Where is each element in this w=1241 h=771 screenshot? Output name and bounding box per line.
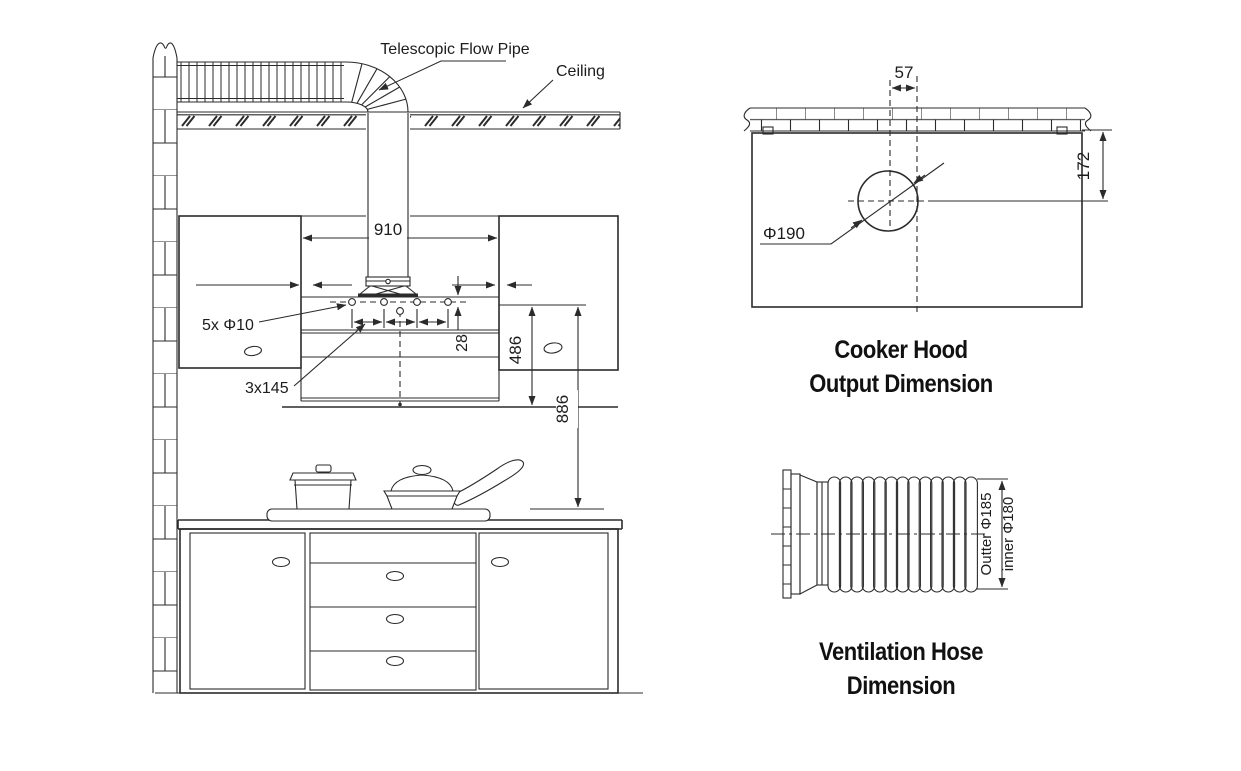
base-cabinet bbox=[179, 528, 619, 694]
dim-172-label: 172 bbox=[1074, 152, 1093, 180]
base-door-left bbox=[189, 532, 306, 690]
dim-3x145-label: 3x145 bbox=[245, 380, 289, 397]
drawer-handle bbox=[385, 655, 405, 667]
drawer-handle bbox=[385, 613, 405, 625]
base-door-right bbox=[478, 532, 609, 690]
wall-cabinet-right bbox=[498, 215, 619, 371]
wall-break-left bbox=[743, 107, 751, 132]
drawer-stack bbox=[309, 532, 477, 691]
pan-lid bbox=[390, 474, 454, 492]
label-holes: 5x Φ10 bbox=[202, 303, 347, 334]
mounting-holes bbox=[330, 298, 470, 315]
drawer-handle bbox=[385, 570, 405, 582]
cabinet-handle bbox=[244, 345, 262, 357]
label-telescopic-pipe: Telescopic Flow Pipe bbox=[378, 41, 530, 91]
pan-handle bbox=[452, 459, 525, 506]
svg-text:Cooker Hood: Cooker Hood bbox=[834, 336, 967, 364]
hose-outer-label: Outter Φ185 bbox=[978, 493, 995, 576]
ventilation-hose-view: Outter Φ185 inner Φ180 Ventilation Hose … bbox=[771, 469, 1017, 700]
label-ceiling: Ceiling bbox=[522, 63, 605, 109]
telescopic-pipe bbox=[177, 61, 409, 113]
pot bbox=[289, 464, 357, 510]
dim-3x145: 3x145 bbox=[245, 309, 449, 397]
hose-title-1: Ventilation Hose bbox=[819, 638, 984, 666]
hood-mount-strip bbox=[358, 293, 418, 298]
installation-view: 910 3x145 5x Φ10 28 bbox=[152, 41, 643, 694]
dim-hose: Outter Φ185 inner Φ180 bbox=[977, 478, 1017, 590]
chimney-duct bbox=[358, 113, 418, 298]
hose-title-2: Dimension bbox=[847, 672, 956, 700]
cabinet-handle bbox=[543, 342, 563, 354]
ceiling-label: Ceiling bbox=[556, 63, 605, 80]
dim-486-label: 486 bbox=[506, 336, 525, 364]
dim-190: Φ190 bbox=[760, 162, 945, 245]
holes-label: 5x Φ10 bbox=[202, 317, 254, 334]
wall-cabinet-left bbox=[178, 215, 302, 369]
cooker-hood bbox=[282, 296, 618, 408]
wall-break-right bbox=[1084, 107, 1092, 132]
telescopic-pipe-label: Telescopic Flow Pipe bbox=[380, 41, 530, 58]
svg-text:Output Dimension: Output Dimension bbox=[809, 370, 992, 398]
dim-172: 172 bbox=[1074, 129, 1112, 200]
dim-886: 886 bbox=[530, 306, 604, 510]
dim-28-label: 28 bbox=[454, 334, 471, 352]
output-title-2: Output Dimension bbox=[809, 370, 993, 398]
dim-28: 28 bbox=[454, 276, 471, 352]
dim-486: 486 bbox=[499, 304, 586, 406]
output-dimension-view: 57 172 Φ190 Cooker Hood Output Dimension bbox=[743, 63, 1112, 398]
dim-886-label: 886 bbox=[553, 395, 572, 423]
dim-910-label: 910 bbox=[374, 220, 402, 239]
door-handle bbox=[271, 556, 291, 568]
cooktop bbox=[266, 508, 491, 522]
dim-57: 57 bbox=[891, 63, 916, 92]
frying-pan bbox=[383, 459, 525, 510]
hose-inner-label: inner Φ180 bbox=[1000, 497, 1017, 572]
ceiling bbox=[177, 111, 621, 130]
dim-57-label: 57 bbox=[895, 63, 914, 82]
brick-wall bbox=[152, 42, 178, 693]
svg-text:Dimension: Dimension bbox=[847, 672, 955, 700]
dim-190-label: Φ190 bbox=[763, 224, 805, 243]
door-handle bbox=[490, 556, 510, 568]
svg-text:Ventilation Hose: Ventilation Hose bbox=[819, 638, 983, 666]
output-title-1: Cooker Hood bbox=[834, 336, 968, 364]
dim-910: 910 bbox=[302, 218, 498, 242]
